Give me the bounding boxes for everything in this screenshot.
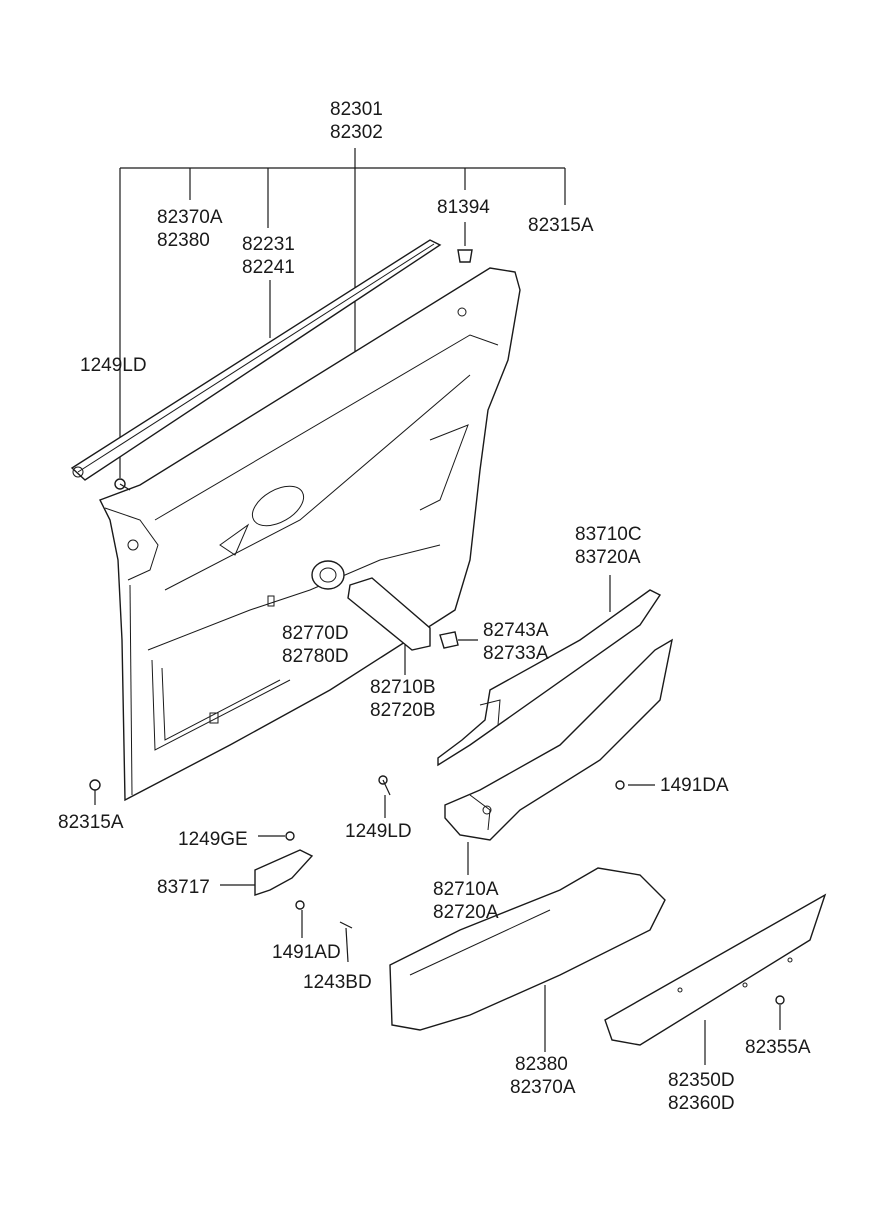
label-1243BD: 1243BD <box>303 972 372 993</box>
label-82315A-bottom: 82315A <box>58 812 124 833</box>
label-82355A: 82355A <box>745 1037 811 1058</box>
armrest-82710A <box>444 638 673 841</box>
label-83710C: 83710C <box>575 524 642 545</box>
label-82315A-top: 82315A <box>528 215 594 236</box>
label-1249LD-mid: 1249LD <box>345 821 412 842</box>
label-82720A: 82720A <box>433 902 499 923</box>
clip-82355A <box>775 995 785 1005</box>
bracket-83717 <box>254 849 314 896</box>
label-82380-top: 82380 <box>157 230 210 251</box>
label-82360D: 82360D <box>668 1093 735 1114</box>
label-82241: 82241 <box>242 257 295 278</box>
label-82733A: 82733A <box>483 643 549 664</box>
screw-1243BD <box>339 921 353 929</box>
screw-1491AD <box>295 900 305 910</box>
label-82780D: 82780D <box>282 646 349 667</box>
label-82710A: 82710A <box>433 879 499 900</box>
handle-82710B <box>347 577 431 651</box>
belt-molding <box>70 239 442 481</box>
part-number-labels: 82301 82302 82370A 82380 82231 82241 813… <box>58 99 811 1114</box>
armrest-bracket-83710C <box>437 589 662 767</box>
label-1491AD: 1491AD <box>272 942 341 963</box>
label-82302: 82302 <box>330 122 383 143</box>
label-82770D: 82770D <box>282 623 349 644</box>
label-82350D: 82350D <box>668 1070 735 1091</box>
label-83720A: 83720A <box>575 547 641 568</box>
label-82231: 82231 <box>242 234 295 255</box>
screw-1249LD-top <box>114 478 131 491</box>
label-1249LD-top: 1249LD <box>80 355 147 376</box>
label-82370A-top: 82370A <box>157 207 223 228</box>
label-82710B: 82710B <box>370 677 436 698</box>
label-81394: 81394 <box>437 197 490 218</box>
clip-82315A-bottom <box>89 779 101 791</box>
screw-1249GE <box>285 831 295 841</box>
door-trim-panel <box>99 267 521 802</box>
clip-81394 <box>457 249 473 263</box>
label-82370A-bottom: 82370A <box>510 1077 576 1098</box>
label-83717: 83717 <box>157 877 210 898</box>
cap-82743A <box>439 631 459 649</box>
label-82743A: 82743A <box>483 620 549 641</box>
panel-82350D <box>604 893 827 1046</box>
screw-1249LD-mid <box>378 775 391 796</box>
escutcheon-82770D <box>311 560 345 590</box>
label-1249GE: 1249GE <box>178 829 248 850</box>
label-82301: 82301 <box>330 99 383 120</box>
label-82380-bottom: 82380 <box>515 1054 568 1075</box>
screw-1491DA <box>615 780 625 790</box>
label-82720B: 82720B <box>370 700 436 721</box>
label-1491DA: 1491DA <box>660 775 729 796</box>
armrest-pad-82380 <box>389 867 666 1031</box>
